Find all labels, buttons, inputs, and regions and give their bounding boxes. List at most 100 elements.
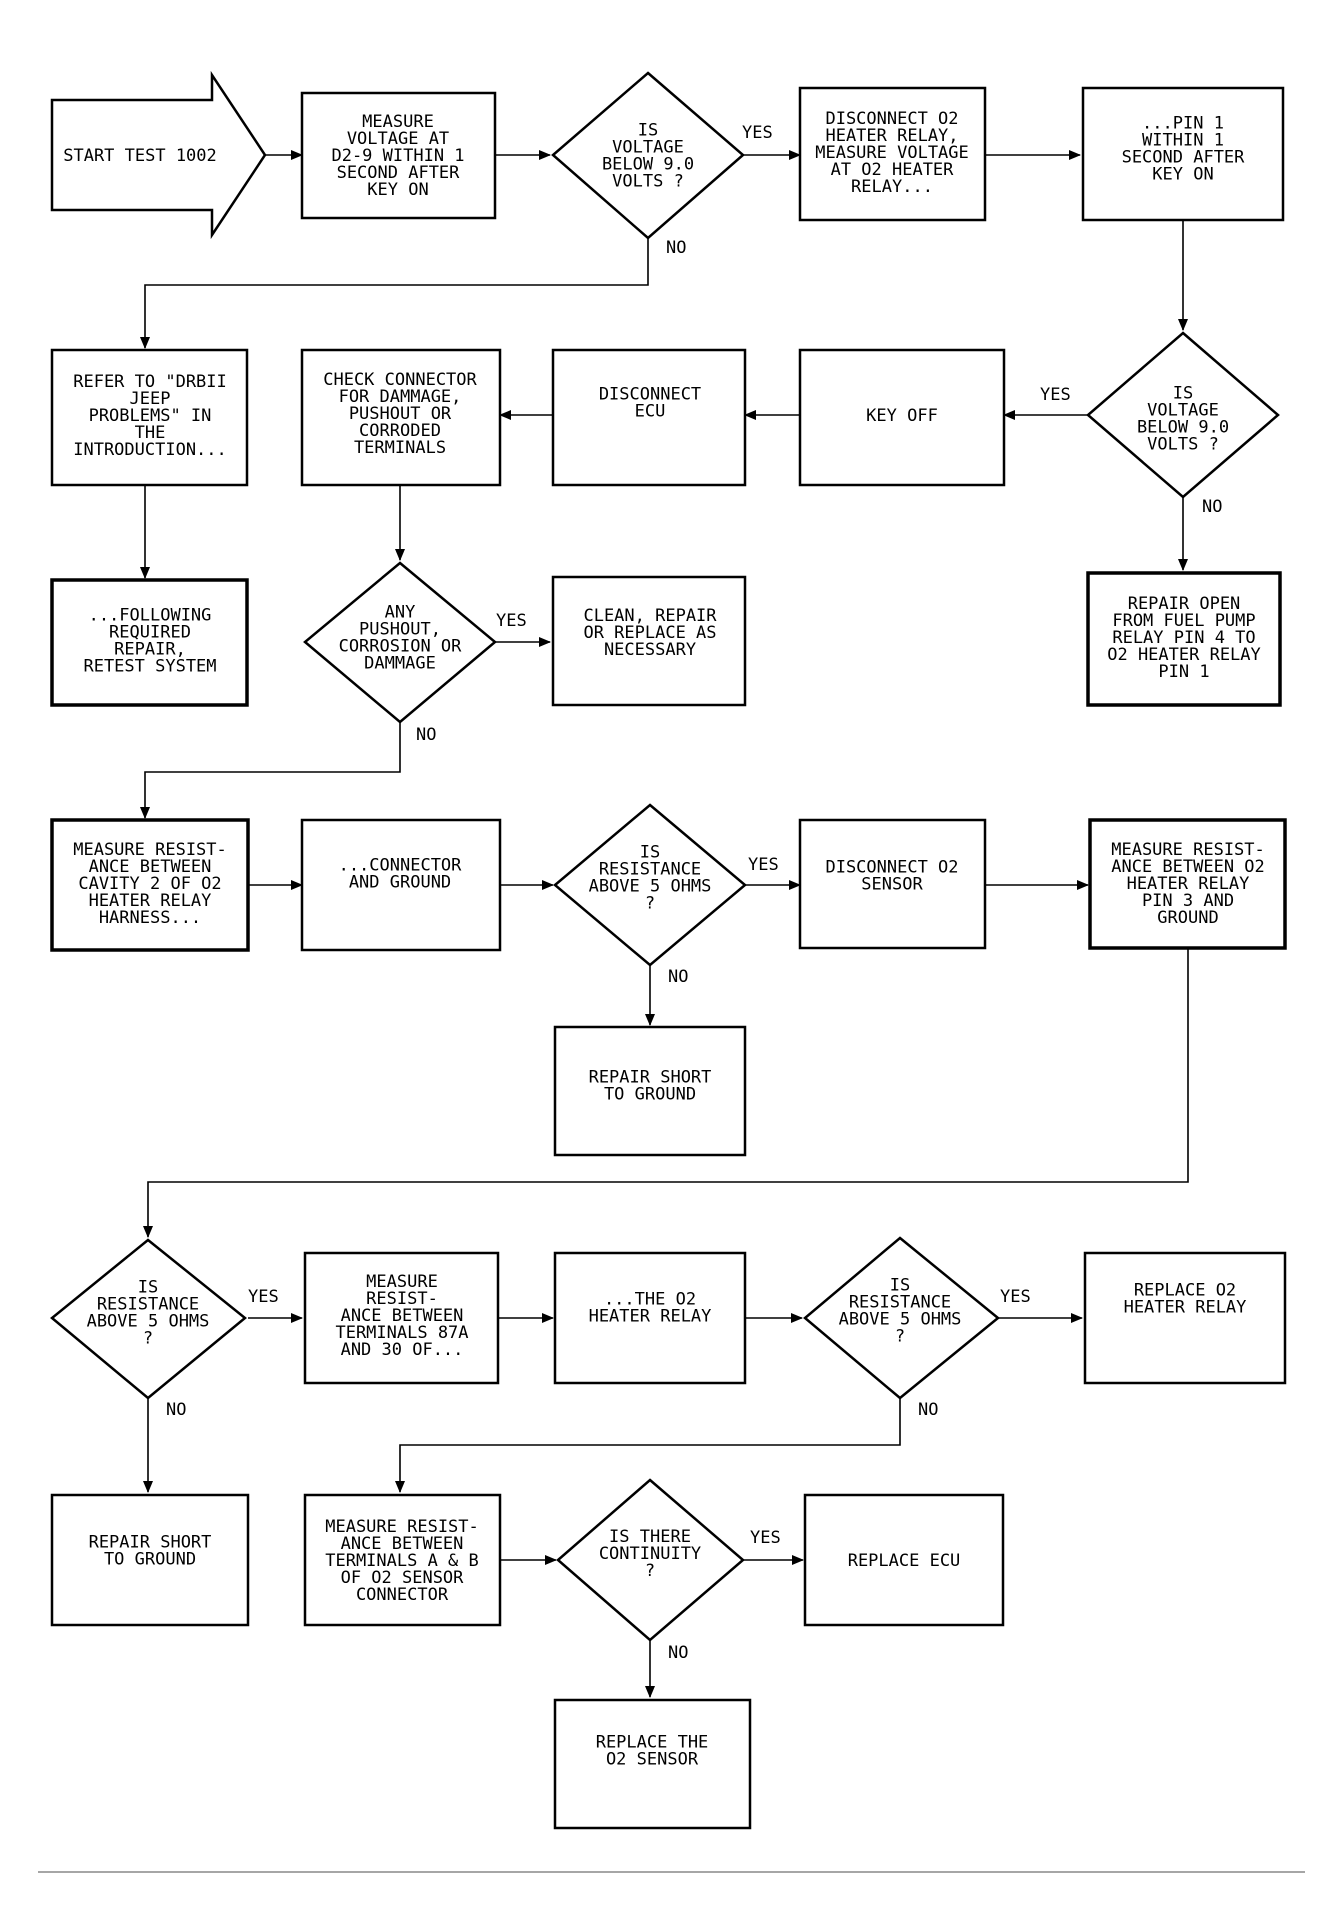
voltage-decision-1 — [551, 71, 745, 240]
following-repair-box — [50, 578, 249, 707]
label-yes: YES — [750, 1528, 781, 1548]
node-text-line: FOR DAMMAGE, — [339, 387, 462, 407]
node-text-line: DISCONNECT O2 — [825, 109, 958, 129]
node-text-line: NECESSARY — [604, 640, 696, 660]
node-text-line: ANCE BETWEEN — [341, 1306, 464, 1326]
node-text-line: ...PIN 1 — [1142, 114, 1224, 134]
node-text-line: OF O2 SENSOR — [341, 1568, 465, 1588]
label-yes: YES — [748, 855, 779, 875]
node-text-line: HEATER RELAY — [1124, 1298, 1247, 1318]
label-no: NO — [668, 1643, 688, 1663]
node-text-line: IS — [638, 121, 658, 141]
measure-cavity-box — [50, 818, 250, 952]
node-text-line: CONNECTOR — [356, 1585, 449, 1605]
replace-sensor-box — [553, 1698, 752, 1830]
node-text-line: OR REPLACE AS — [583, 623, 716, 643]
refer-drbii-box — [50, 348, 249, 487]
node-text-line: RETEST SYSTEM — [83, 657, 216, 677]
start-arrow-shape — [50, 70, 267, 240]
start-label: START TEST 1002 — [63, 146, 217, 166]
repair-open-box — [1086, 571, 1282, 707]
node-text-line: PROBLEMS" IN — [89, 406, 212, 426]
node-text-line: HEATER RELAY — [1127, 874, 1250, 894]
node-text-line: CORROSION OR — [339, 637, 463, 657]
pin1-within-box — [1081, 86, 1285, 222]
start-node: START TEST 1002 — [50, 70, 267, 240]
disconnect-sensor-box — [798, 818, 987, 950]
arrow-pin3-to-resist2 — [143, 948, 1189, 1238]
node-text-line: START TEST 1002 — [63, 146, 217, 166]
node-text-line: AND 30 OF... — [341, 1340, 464, 1360]
node-text-line: CHECK CONNECTOR — [323, 370, 477, 390]
connectors — [140, 150, 1189, 1698]
node-text-line: ...CONNECTOR — [339, 856, 463, 876]
pushout-decision — [303, 561, 497, 724]
key-off-box — [798, 348, 1006, 487]
branch-labels: YES NO YES NO YES NO YES NO YES NO YES N… — [166, 123, 1222, 1663]
node-text-line: PUSHOUT, — [359, 620, 441, 640]
resistance-decision-3 — [803, 1236, 1000, 1400]
node-text-line: GROUND — [1157, 908, 1218, 928]
node-text-line: AT O2 HEATER — [831, 160, 955, 180]
node-text-line: IS — [890, 1276, 910, 1296]
label-yes: YES — [742, 123, 773, 143]
node-text-line: INTRODUCTION... — [73, 440, 227, 460]
node-text-line: D2-9 WITHIN 1 — [331, 146, 464, 166]
node-text-line: SECOND AFTER — [337, 163, 461, 183]
node-text-line: BELOW 9.0 — [1137, 418, 1229, 438]
node-text-line: RESIST- — [366, 1289, 438, 1309]
node-text-line: KEY ON — [1152, 165, 1213, 185]
connector-ground-box — [300, 818, 502, 952]
node-text-line: IS THERE — [609, 1527, 691, 1547]
node-text-line: RELAY... — [851, 177, 933, 197]
measure-87a-box — [303, 1251, 500, 1385]
node-text-line: MEASURE RESIST- — [1111, 840, 1265, 860]
node-text-line: ABOVE 5 OHMS — [589, 877, 712, 897]
node-text-line: MEASURE — [362, 112, 434, 132]
node-text-line: O2 SENSOR — [606, 1750, 699, 1770]
node-text-line: CAVITY 2 OF O2 — [78, 874, 221, 894]
node-text-line: ABOVE 5 OHMS — [87, 1312, 210, 1332]
repair-short-1-box — [553, 1025, 747, 1157]
node-text-line: HEATER RELAY — [589, 1307, 712, 1327]
node-text-line: TERMINALS A & B — [325, 1551, 479, 1571]
node-text-line: CONTINUITY — [599, 1544, 701, 1564]
clean-repair-box — [551, 575, 747, 707]
node-text-line: ...FOLLOWING — [89, 606, 212, 626]
node-text-line: MEASURE VOLTAGE — [815, 143, 969, 163]
label-yes: YES — [248, 1287, 279, 1307]
repair-short-2-box — [50, 1493, 250, 1627]
node-text-line: VOLTAGE AT — [347, 129, 449, 149]
resistance-decision-1 — [553, 803, 747, 967]
node-text-line: DAMMAGE — [364, 654, 436, 674]
resistance-decision-2 — [50, 1238, 247, 1400]
node-text-line: REPAIR SHORT — [89, 1533, 212, 1553]
label-yes: YES — [1000, 1287, 1031, 1307]
node-text-line: TO GROUND — [104, 1550, 196, 1570]
node-text-line: IS — [1173, 384, 1193, 404]
node-text-line: RESISTANCE — [849, 1293, 951, 1313]
node-text-line: JEEP — [130, 389, 171, 409]
the-o2-relay-box — [553, 1251, 747, 1385]
continuity-decision — [556, 1478, 745, 1642]
node-text-line: VOLTAGE — [1147, 401, 1219, 421]
label-no: NO — [1202, 497, 1222, 517]
